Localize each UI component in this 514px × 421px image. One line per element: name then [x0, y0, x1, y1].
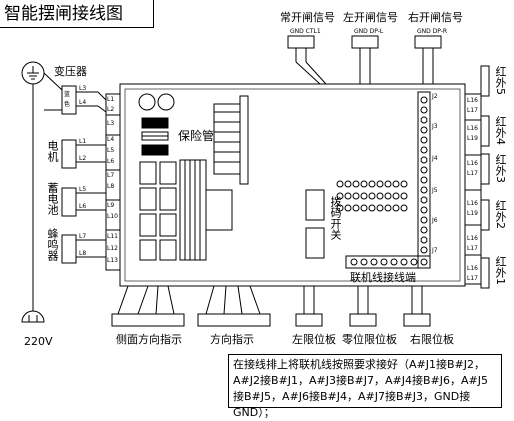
ir-sensor-4-box: [480, 115, 490, 147]
right-limit-connector: [403, 313, 431, 327]
svg-text:L17: L17: [467, 245, 478, 252]
dip-switch-block-2: [305, 227, 325, 259]
transformer-box: [61, 85, 77, 115]
svg-text:L11: L11: [107, 233, 118, 240]
direction-label: 方向指示: [210, 333, 254, 346]
zero-limit-connector: [349, 313, 377, 327]
wiring-instruction-note: 在接线排上将联机线按照要求接好（A#J1接B#J2，A#J2接B#J1，A#J3…: [228, 354, 502, 419]
left-open-pins: GND DP-L: [354, 28, 384, 35]
svg-text:L7: L7: [107, 172, 114, 179]
svg-text:L16: L16: [467, 235, 478, 242]
ir-sensor-1-label: 红外1: [494, 256, 507, 285]
motor-box: [61, 139, 77, 169]
svg-text:L16: L16: [467, 125, 478, 132]
dip-switch-label: 拨码开关: [329, 196, 342, 240]
svg-text:J2: J2: [431, 93, 438, 100]
capacitor-2: [157, 93, 175, 111]
svg-text:L16: L16: [467, 97, 478, 104]
svg-text:L4: L4: [79, 99, 86, 106]
svg-text:L17: L17: [467, 170, 478, 177]
right-open-signal-label: 右开闸信号: [408, 11, 463, 24]
svg-text:L9: L9: [107, 202, 114, 209]
right-terminal-strip: [417, 91, 431, 269]
svg-text:L1: L1: [79, 138, 86, 145]
left-open-connector: [351, 35, 379, 49]
buzzer-label: 蜂鸣器: [46, 228, 59, 261]
side-direction-connector: [111, 313, 185, 327]
fuse-tube-label: 保险管: [178, 129, 215, 143]
left-limit-label: 左限位板: [292, 333, 336, 346]
normal-open-pins: GND CTL1: [290, 28, 321, 35]
svg-text:L2: L2: [107, 106, 114, 113]
ir-sensor-3-label: 红外3: [494, 154, 507, 183]
svg-text:L10: L10: [107, 213, 118, 220]
link-terminal-label: 联机线接线端: [350, 271, 416, 284]
normal-open-signal-label: 常开闸信号: [280, 11, 335, 24]
page-title: 智能摆闸接线图: [0, 0, 154, 28]
svg-text:L6: L6: [107, 158, 114, 165]
right-open-pins: GND DP-R: [417, 28, 448, 35]
svg-text:L6: L6: [79, 203, 86, 210]
svg-text:L5: L5: [79, 186, 86, 193]
resistor-ladder: [213, 95, 249, 185]
svg-text:J6: J6: [431, 217, 438, 224]
zero-limit-label: 零位限位板: [342, 333, 397, 346]
ir-sensor-1-box: [480, 257, 490, 289]
right-terminal-block: [464, 93, 482, 285]
battery-label: 蓄电池: [46, 182, 59, 215]
power-voltage-label: 220V: [24, 335, 53, 348]
right-open-connector: [414, 35, 442, 49]
svg-text:L8: L8: [79, 250, 86, 257]
left-terminal-block: [105, 93, 121, 271]
svg-text:L8: L8: [107, 183, 114, 190]
motor-label: 电机: [46, 140, 59, 162]
svg-text:L12: L12: [107, 245, 118, 252]
svg-text:J4: J4: [431, 155, 438, 162]
svg-text:L4: L4: [107, 136, 114, 143]
ir-sensor-2-box: [480, 199, 490, 231]
svg-text:L3: L3: [79, 85, 86, 92]
ir-sensor-5-label: 红外5: [494, 66, 507, 95]
svg-text:L2: L2: [79, 155, 86, 162]
transformer-color-label: 蓝: [64, 91, 71, 98]
svg-text:L3: L3: [107, 120, 114, 127]
normal-open-connector: [287, 35, 315, 49]
svg-text:L16: L16: [467, 160, 478, 167]
svg-text:L16: L16: [467, 200, 478, 207]
side-direction-label: 侧面方向指示: [116, 333, 182, 346]
buzzer-box: [61, 234, 77, 264]
right-limit-label: 右限位板: [410, 333, 454, 346]
svg-text:J7: J7: [431, 247, 438, 254]
svg-text:L19: L19: [467, 135, 478, 142]
svg-text:L16: L16: [467, 265, 478, 272]
svg-text:L7: L7: [79, 233, 86, 240]
power-plug: [21, 310, 45, 323]
ir-sensor-4-label: 红外4: [494, 116, 507, 145]
left-limit-connector: [295, 313, 323, 327]
battery-box: [61, 187, 77, 217]
ir-sensor-3-box: [480, 153, 490, 185]
svg-text:J5: J5: [431, 187, 438, 194]
svg-text:L17: L17: [467, 275, 478, 282]
svg-text:L13: L13: [107, 257, 118, 264]
connector-pins: [336, 180, 408, 212]
dip-switch-block-1: [305, 189, 325, 221]
direction-connector: [197, 313, 271, 327]
svg-text:J3: J3: [431, 123, 438, 130]
ground-symbol-top: [21, 61, 45, 85]
ir-sensor-2-label: 红外2: [494, 200, 507, 229]
transformer-color-label-2: 色: [64, 101, 71, 108]
svg-text:L5: L5: [107, 147, 114, 154]
transformer-label: 变压器: [54, 65, 87, 78]
left-open-signal-label: 左开闸信号: [343, 11, 398, 24]
svg-text:L1: L1: [107, 96, 114, 103]
capacitor-1: [138, 93, 156, 111]
svg-text:L19: L19: [467, 210, 478, 217]
svg-text:L17: L17: [467, 107, 478, 114]
ir-sensor-5-box: [480, 65, 490, 97]
